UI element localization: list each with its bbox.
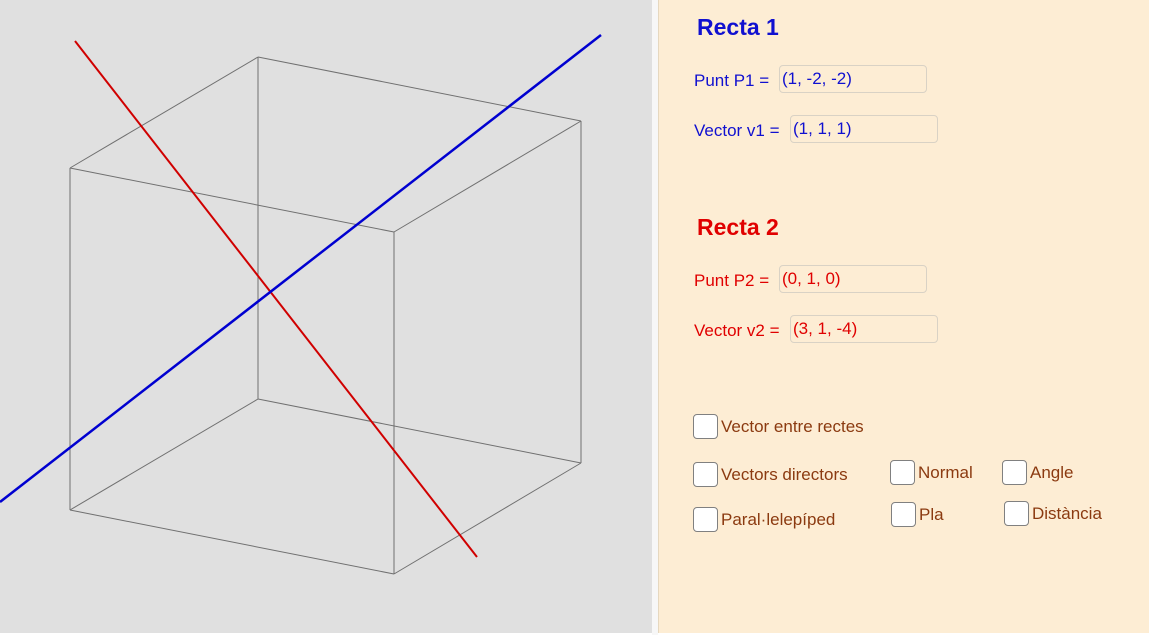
checkbox-label: Vectors directors bbox=[721, 464, 848, 484]
checkbox-angle[interactable]: Angle bbox=[1002, 460, 1073, 485]
cube-edge bbox=[257, 398, 582, 464]
point-p2-label: Punt P2 = bbox=[694, 271, 770, 290]
cube-edge bbox=[69, 167, 395, 233]
vector-v1-input[interactable]: (1, 1, 1) bbox=[790, 115, 938, 143]
checkbox-box[interactable] bbox=[693, 507, 718, 532]
line-recta-2[interactable] bbox=[74, 40, 478, 558]
vector-v2-label: Vector v2 = bbox=[694, 321, 780, 340]
point-p2-input[interactable]: (0, 1, 0) bbox=[779, 265, 927, 293]
recta-1-title: Recta 1 bbox=[697, 14, 779, 40]
checkbox-distancia[interactable]: Distància bbox=[1004, 501, 1102, 526]
checkbox-label: Distància bbox=[1032, 503, 1102, 523]
checkbox-box[interactable] bbox=[1002, 460, 1027, 485]
vector-v2-input[interactable]: (3, 1, -4) bbox=[790, 315, 938, 343]
cube-edge bbox=[69, 509, 395, 575]
vector-v1-label: Vector v1 = bbox=[694, 121, 780, 140]
checkbox-pla[interactable]: Pla bbox=[891, 502, 944, 527]
checkbox-normal[interactable]: Normal bbox=[890, 460, 973, 485]
algebra-panel: Recta 1 Punt P1 = (1, -2, -2) Vector v1 … bbox=[658, 0, 1149, 633]
checkbox-box[interactable] bbox=[693, 462, 718, 487]
checkbox-label: Normal bbox=[918, 462, 973, 482]
cube-edge bbox=[393, 462, 582, 575]
checkbox-label: Pla bbox=[919, 504, 944, 524]
recta-2-title: Recta 2 bbox=[697, 214, 779, 240]
point-p1-input[interactable]: (1, -2, -2) bbox=[779, 65, 927, 93]
checkbox-box[interactable] bbox=[890, 460, 915, 485]
checkbox-box[interactable] bbox=[693, 414, 718, 439]
cube-edge bbox=[257, 56, 582, 122]
point-p1-label: Punt P1 = bbox=[694, 71, 770, 90]
cube bbox=[69, 56, 582, 575]
cube-edge bbox=[69, 56, 259, 169]
3d-scene[interactable] bbox=[0, 0, 652, 633]
3d-graphics-view[interactable] bbox=[0, 0, 652, 633]
splitter[interactable] bbox=[652, 0, 658, 635]
cube-edge bbox=[393, 120, 582, 233]
cube-edge bbox=[69, 398, 259, 511]
checkbox-label: Paral·lelepíped bbox=[721, 509, 836, 529]
checkbox-box[interactable] bbox=[1004, 501, 1029, 526]
checkbox-label: Angle bbox=[1030, 462, 1074, 482]
checkbox-label: Vector entre rectes bbox=[721, 416, 864, 436]
checkbox-box[interactable] bbox=[891, 502, 916, 527]
line-recta-1[interactable] bbox=[0, 34, 602, 503]
checkbox-vector-entre-rectes[interactable]: Vector entre rectes bbox=[693, 414, 864, 439]
checkbox-vectors-directors[interactable]: Vectors directors bbox=[693, 462, 848, 487]
checkbox-paralelepiped[interactable]: Paral·lelepíped bbox=[693, 507, 835, 532]
